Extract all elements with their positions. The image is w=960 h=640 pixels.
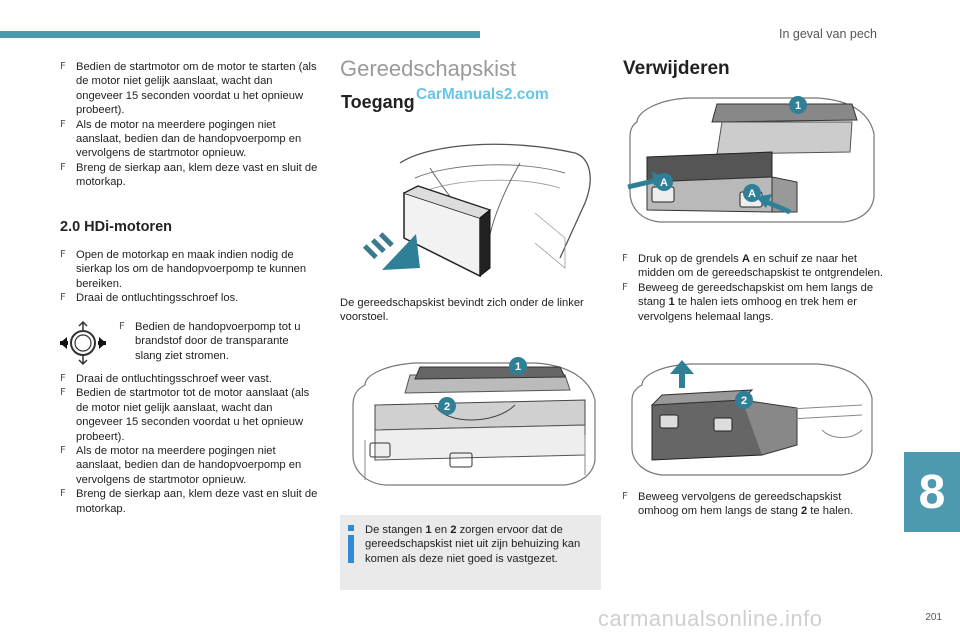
callout-A-label: A [748,188,756,200]
list-item: Breng de sierkap aan, klem deze vast en … [60,161,322,190]
callout-1-label: 1 [515,361,521,373]
list-item: Beweeg vervolgens de gereedschapskist om… [622,490,884,519]
verwijderen-title: Verwijderen [623,58,730,79]
top-accent-bar [0,31,480,38]
info-note: De stangen 1 en 2 zorgen ervoor dat de g… [340,515,601,590]
hand-pump-icon [58,318,108,368]
list-item: Bedien de startmotor om de motor te star… [60,60,322,118]
callout-2-badge: 2 [437,396,457,421]
left-bullets-top: Bedien de startmotor om de motor te star… [60,60,322,190]
chapter-tab: 8 [904,452,960,532]
callout-2-label: 2 [444,401,450,413]
callout-A-label: A [660,177,668,189]
toolbox-illustration-2 [622,92,882,227]
section-title: In geval van pech [779,27,877,41]
watermark-logo: CarManuals2.com [416,86,549,103]
location-paragraph: De gereedschapskist bevindt zich onder d… [340,297,584,324]
callout-2-badge-right: 2 [734,390,754,415]
gereedschapskist-title: Gereedschapskist [340,56,517,81]
list-item: Draai de ontluchtingsschroef weer vast. [60,372,322,387]
list-item: Draai de ontluchtingsschroef los. [60,291,322,306]
page-number: 201 [925,612,942,623]
footer-watermark: carmanualsonline.info [598,606,823,631]
callout-1-badge: 1 [508,356,528,381]
list-item: Als de motor na meerdere pogingen niet a… [60,444,322,487]
callout-2-label: 2 [741,395,747,407]
list-item: Bedien de startmotor tot de motor aansla… [60,386,322,444]
list-item: Beweeg de gereedschapskist om hem langs … [622,281,884,324]
pump-bullet: Bedien de handopvoerpomp tot u brandstof… [119,320,315,363]
list-item: Bedien de handopvoerpomp tot u brandstof… [119,320,315,363]
note-text: De stangen 1 en 2 zorgen ervoor dat de g… [365,524,581,565]
hdi-heading: 2.0 HDi-motoren [60,219,172,235]
toolbox-illustration-3 [622,360,882,480]
seat-illustration [360,118,600,278]
list-item: Als de motor na meerdere pogingen niet a… [60,118,322,161]
list-item: Breng de sierkap aan, klem deze vast en … [60,487,322,516]
callout-A-badge-right: A [742,183,762,208]
list-item: Open de motorkap en maak indien nodig de… [60,248,322,291]
right-bullets-2: Beweeg vervolgens de gereedschapskist om… [622,490,884,519]
info-icon [348,525,354,563]
callout-1-label: 1 [795,100,801,112]
left-bullets-mid: Open de motorkap en maak indien nodig de… [60,248,322,306]
toolbox-illustration-1 [345,355,605,495]
callout-1-badge-right: 1 [788,95,808,120]
left-bullets-bottom: Draai de ontluchtingsschroef weer vast. … [60,372,322,516]
callout-A-badge-left: A [654,172,674,197]
toegang-heading: Toegang [341,92,415,112]
right-bullets-1: Druk op de grendels A en schuif ze naar … [622,252,884,324]
list-item: Druk op de grendels A en schuif ze naar … [622,252,884,281]
